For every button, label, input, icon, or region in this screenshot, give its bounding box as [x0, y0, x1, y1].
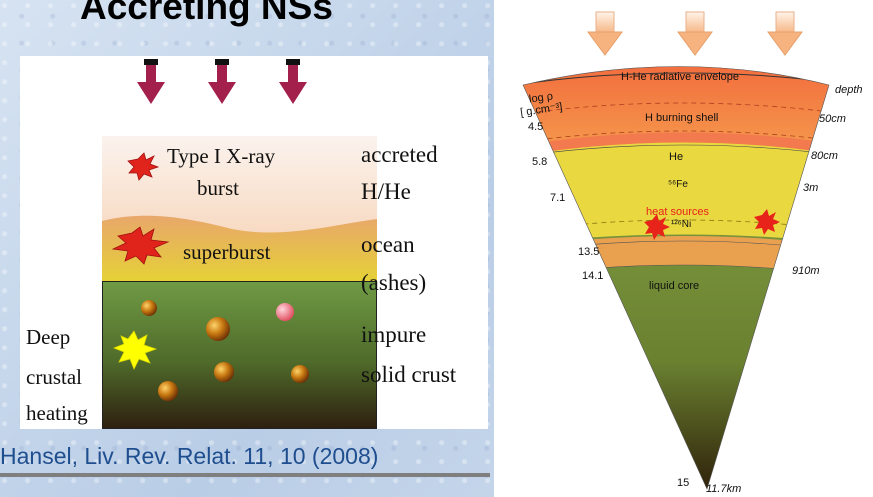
deep-label-line3: heating	[26, 401, 88, 425]
ocean-label-line1: ocean	[361, 232, 415, 257]
ocean-band	[523, 142, 829, 247]
heat-source-burst-icon	[644, 214, 670, 240]
deep-label-line1: Deep	[26, 325, 71, 349]
cross-section-svg	[522, 11, 830, 490]
deep-heating-burst-icon	[112, 330, 158, 370]
heat-sources-label: heat sources	[646, 206, 709, 218]
inflow-arrow	[137, 59, 165, 104]
superburst-icon	[111, 226, 170, 265]
depth-tick: 11.7km	[706, 483, 742, 495]
depth-tick: 3m	[803, 182, 819, 194]
liquid-core-label: liquid core	[649, 280, 700, 292]
density-tick: 14.1	[582, 270, 604, 282]
density-tick: 15	[677, 477, 690, 489]
inflow-arrow	[767, 11, 803, 56]
impurity-ball-icon	[214, 362, 234, 382]
deep-label-line2: crustal	[26, 365, 82, 389]
citation-underline	[0, 473, 490, 477]
impurity-ball-icon	[276, 303, 294, 321]
density-tick: 7.1	[550, 192, 566, 204]
burst-label-line1: Type I X-ray	[167, 144, 276, 168]
xray-burst-icon	[127, 152, 160, 181]
impurity-ball-icon	[206, 317, 230, 341]
ocean-layer	[102, 215, 377, 283]
ocean-label-line2: (ashes)	[361, 270, 427, 295]
accreted-label-line2: H/He	[361, 179, 411, 204]
accretion-diagram: Type I X-ray burst superburst Deep crust…	[20, 56, 488, 429]
impure-label-line2: solid crust	[361, 362, 457, 387]
left-overlay	[111, 59, 309, 401]
accreted-label-line1: accreted	[361, 142, 438, 167]
burning-shell-label: H burning shell	[645, 112, 719, 124]
depth-axis-label: depth	[835, 84, 863, 96]
superburst-label: superburst	[183, 240, 271, 264]
impurity-ball-icon	[158, 381, 178, 401]
page-title: Accreting NSs	[80, 0, 333, 27]
citation-text: Hansel, Liv. Rev. Relat. 11, 10 (2008)	[0, 443, 379, 469]
burst-label-line2: burst	[197, 176, 239, 200]
impurity-ball-icon	[141, 300, 157, 316]
density-tick: 13.5	[578, 246, 600, 258]
inflow-arrow	[677, 11, 713, 56]
density-tick: 5.8	[532, 156, 548, 168]
neutron-star-cross-section: log ρ [ g.cm⁻³] depth 4.5 5.8 7.1 13.5 1…	[494, 0, 873, 497]
impurity-ball-icon	[291, 365, 309, 383]
inflow-arrow	[587, 11, 623, 56]
inflow-arrow	[208, 59, 236, 104]
envelope-label: H-He radiative envelope	[621, 71, 740, 83]
nickel-label: ¹²⁶Ni	[671, 219, 692, 230]
depth-tick: 910m	[792, 265, 820, 277]
density-tick: 4.5	[528, 121, 544, 133]
helium-label: He	[669, 151, 684, 163]
inflow-arrow	[279, 59, 307, 104]
impure-label-line1: impure	[361, 322, 427, 347]
heat-source-burst-icon	[754, 209, 780, 235]
depth-tick: 80cm	[811, 150, 838, 162]
iron-label: ⁵⁶Fe	[668, 179, 688, 190]
depth-tick: 50cm	[819, 113, 846, 125]
